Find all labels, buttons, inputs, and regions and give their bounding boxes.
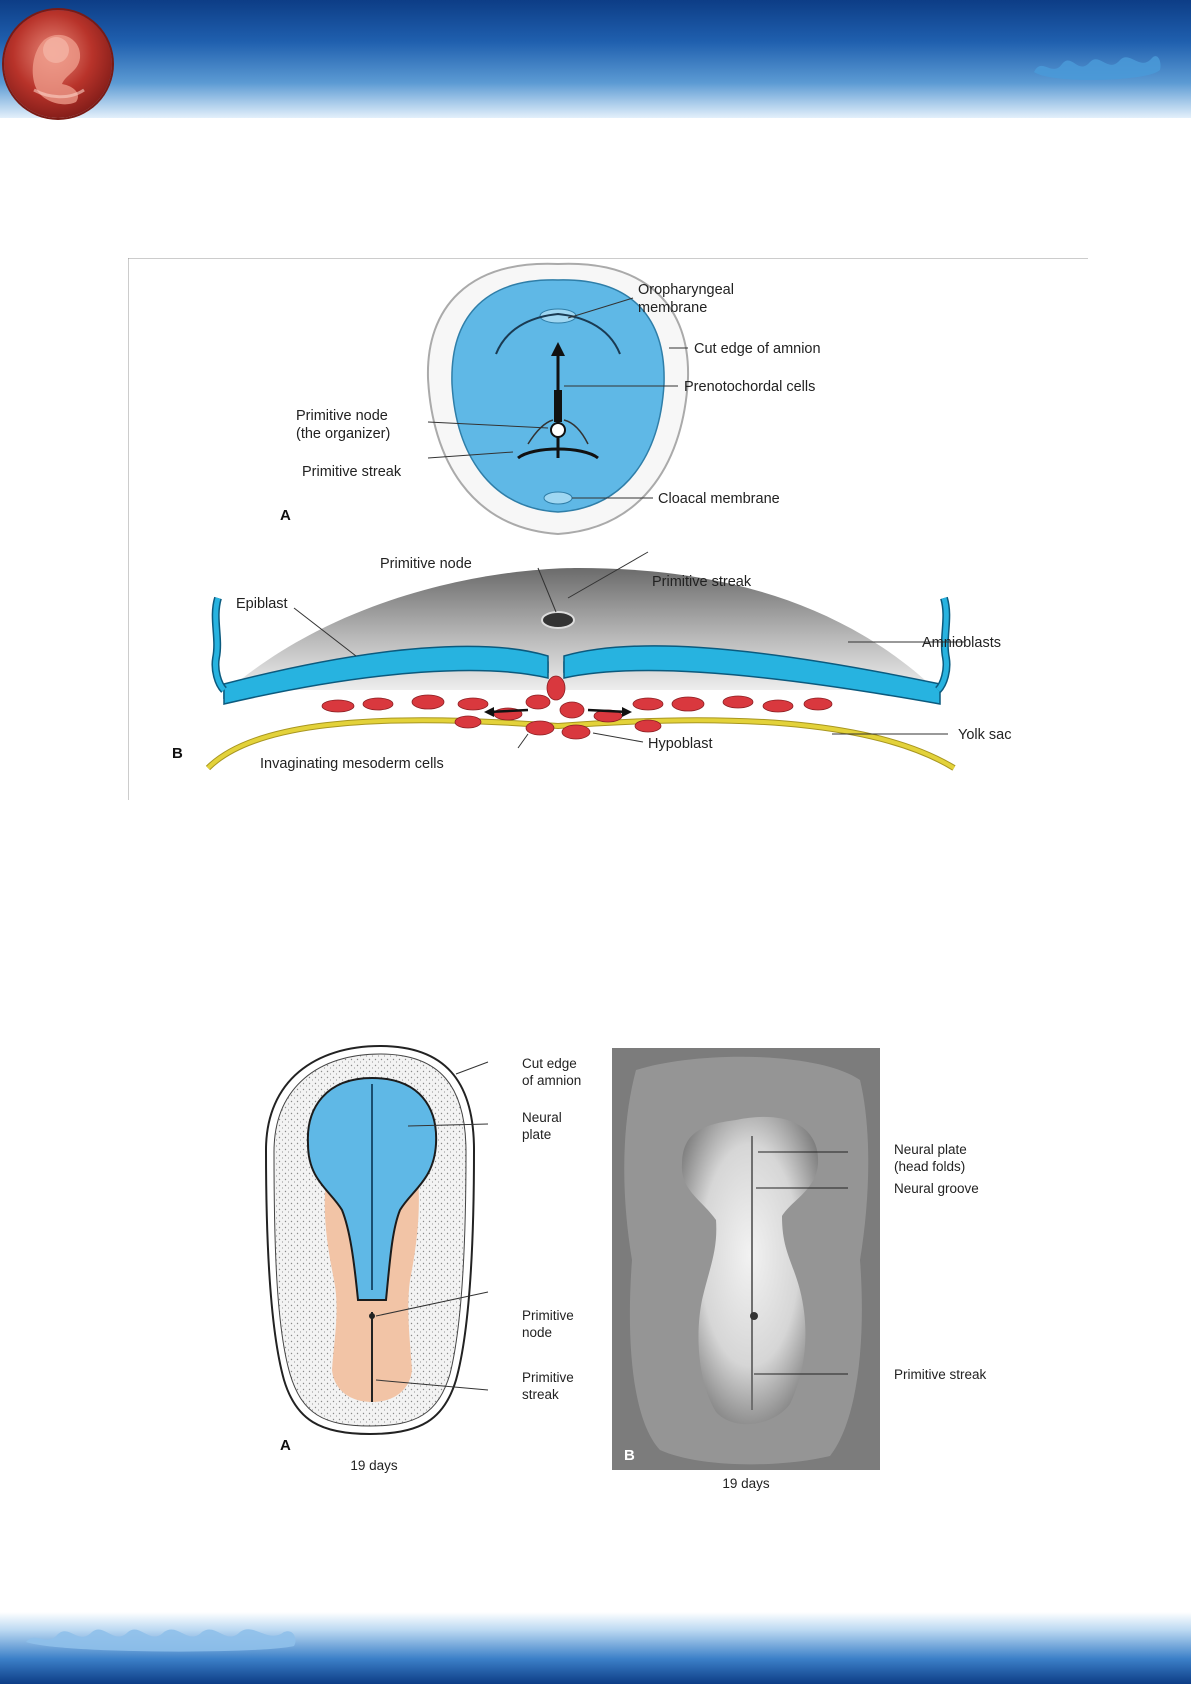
embryo-photo (612, 1048, 880, 1470)
label-organizer: (the organizer) (296, 426, 390, 442)
label-epiblast: Epiblast (236, 596, 288, 612)
label-cut-edge-2: of amnion (522, 1073, 581, 1088)
label-invaginating-mesoderm: Invaginating mesoderm cells (260, 756, 444, 772)
panel-letter-2b: B (624, 1447, 635, 1464)
panel-letter-2a: A (280, 1437, 291, 1454)
label-streak-c-2: streak (522, 1387, 559, 1402)
label-primitive-streak-b: Primitive streak (652, 574, 752, 590)
label-node-c-2: node (522, 1325, 552, 1340)
arabic-watermark-footer-icon (22, 1620, 302, 1656)
fetus-logo-icon (4, 10, 112, 118)
figure-1-gastrulation: Oropharyngeal membrane Cut edge of amnio… (127, 257, 1088, 800)
label-primitive-node-a: Primitive node (296, 408, 388, 424)
panel-letter-1b: B (172, 745, 183, 762)
figure-2-neural-plate: Cut edge of amnion Neural plate Primitiv… (260, 1040, 1020, 1492)
label-primitive-streak-c: Primitive (522, 1370, 574, 1385)
label-hypoblast: Hypoblast (648, 736, 712, 752)
caption-19-days-a: 19 days (350, 1458, 398, 1473)
label-primitive-streak-d: Primitive streak (894, 1367, 987, 1382)
label-cut-edge-1: Cut edge (522, 1056, 577, 1071)
page-header-band (0, 0, 1191, 118)
label-primitive-node-b: Primitive node (380, 556, 472, 572)
embryonic-disc-top-view (426, 262, 690, 536)
panel-letter-1a: A (280, 507, 291, 524)
label-neural-plate-2: plate (522, 1127, 551, 1142)
neural-plate-drawing (264, 1044, 476, 1436)
label-prenotochordal: Prenotochordal cells (684, 379, 815, 395)
caption-19-days-b: 19 days (722, 1476, 770, 1491)
embryonic-disc-cross-section (205, 568, 956, 771)
label-oropharyngeal-1: Oropharyngeal (638, 282, 734, 298)
label-cloacal-membrane: Cloacal membrane (658, 491, 780, 507)
arabic-watermark-icon (1030, 48, 1165, 86)
label-neural-plate-1: Neural (522, 1110, 562, 1125)
label-amnioblasts: Amnioblasts (922, 635, 1001, 651)
label-primitive-streak-a: Primitive streak (302, 464, 402, 480)
label-primitive-node-c: Primitive (522, 1308, 574, 1323)
label-neural-plate-head-2: (head folds) (894, 1159, 965, 1174)
label-yolk-sac: Yolk sac (958, 727, 1011, 743)
label-neural-groove: Neural groove (894, 1181, 979, 1196)
label-cut-edge-amnion: Cut edge of amnion (694, 341, 821, 357)
label-neural-plate-head-1: Neural plate (894, 1142, 967, 1157)
label-oropharyngeal-2: membrane (638, 300, 707, 316)
